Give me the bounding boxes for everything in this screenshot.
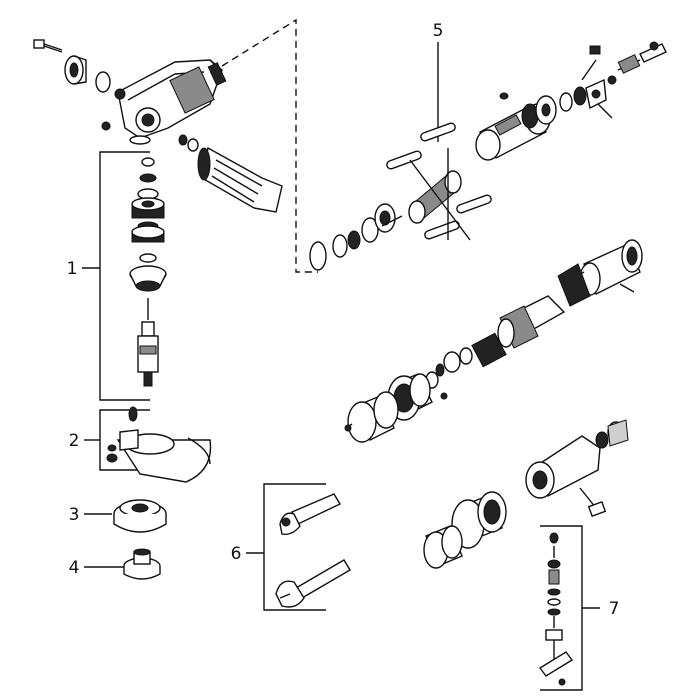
backing-flange <box>84 499 167 533</box>
lock-nut <box>84 548 161 580</box>
nut <box>64 55 87 85</box>
bracket-1 <box>99 151 150 401</box>
gear-housing <box>101 59 227 145</box>
pin-wrench <box>279 493 341 536</box>
callout-6: 6 <box>231 544 242 564</box>
dashed-leader <box>221 18 318 273</box>
rear-handle <box>525 419 629 517</box>
bevel-gear <box>129 265 167 292</box>
rotor-assembly <box>309 41 667 271</box>
throttle-valve <box>538 525 600 691</box>
bearing-middle <box>131 225 165 243</box>
callout-4: 4 <box>69 558 80 578</box>
bolt <box>33 39 63 53</box>
callout-2: 2 <box>69 431 80 451</box>
spindle-shaft <box>137 321 159 387</box>
spindle-stack <box>129 157 167 387</box>
wrench-set <box>246 483 351 611</box>
callout-5: 5 <box>433 21 444 41</box>
bearing-upper <box>131 197 165 219</box>
side-handle <box>178 134 283 213</box>
callout-3: 3 <box>69 505 80 525</box>
callout-1: 1 <box>67 259 78 279</box>
exhaust-rings <box>423 491 507 569</box>
callout-7: 7 <box>609 599 620 619</box>
motor-housing-assembly <box>344 239 643 443</box>
wheel-guard <box>84 406 212 483</box>
open-wrench <box>275 559 351 608</box>
o-ring <box>95 71 111 93</box>
angle-head-assembly <box>33 18 318 273</box>
